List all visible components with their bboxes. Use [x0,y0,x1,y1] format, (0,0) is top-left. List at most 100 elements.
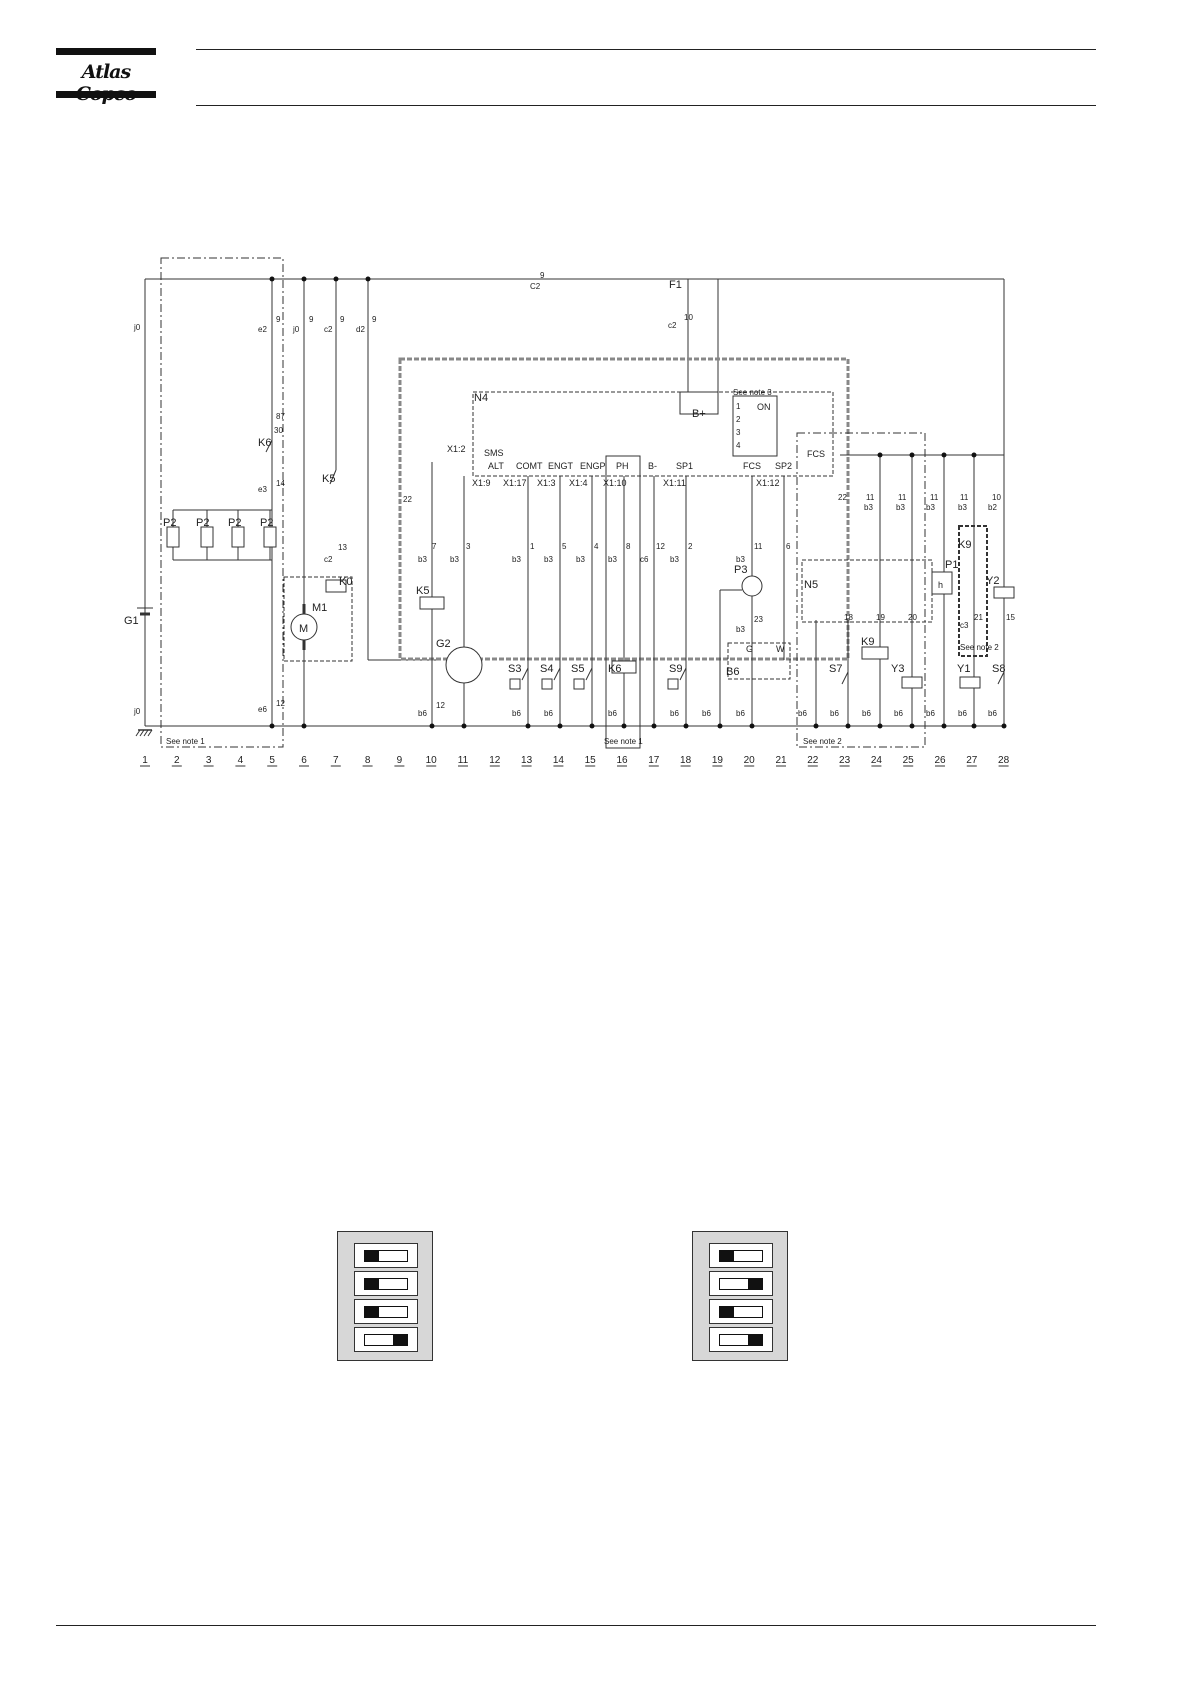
column-number: 9 [397,755,403,766]
term-W: W [776,644,785,654]
logo-bottom-bar [56,91,156,98]
wire-20: 20 [908,613,917,622]
see-note-3-label: See note 3 [733,388,772,397]
wire-11-p3: 11 [754,542,763,551]
term-X1-9: X1:9 [472,478,491,488]
dip-knob[interactable] [365,1279,379,1289]
wire-4: 4 [594,542,599,551]
term-ALT: ALT [488,461,504,471]
wire-12-a: 12 [276,699,285,708]
label-P2-a: P2 [163,517,176,529]
wire-11-d: 11 [960,493,969,502]
column-number: 25 [903,755,915,766]
dip-knob[interactable] [720,1251,734,1261]
wire-b3-b: b3 [896,503,905,512]
label-K0: K0 [339,576,352,588]
wire-3: 3 [466,542,471,551]
term-X1-10: X1:10 [603,478,627,488]
term-ENGT: ENGT [548,461,574,471]
wire-13: 13 [338,543,347,552]
label-P2-c: P2 [228,517,241,529]
column-number: 15 [585,755,597,766]
wire-b3-g2: b3 [450,555,459,564]
wire-b6-s4: b6 [544,709,553,718]
dip-row-1 [709,1243,773,1268]
wire-b6-22: b6 [798,709,807,718]
column-number: 23 [839,755,851,766]
column-number: 1 [142,755,148,766]
column-number: 8 [365,755,371,766]
term-SP2: SP2 [775,461,792,471]
atlas-copco-logo: Atlas Copco [56,48,156,105]
label-S3: S3 [508,663,521,675]
column-number: 7 [333,755,339,766]
n4-dip-label-2: 2 [736,415,741,424]
dip-row-4 [354,1327,418,1352]
column-number: 14 [553,755,565,766]
wire-b3-s4: b3 [544,555,553,564]
dip-knob[interactable] [748,1279,762,1289]
wire-d2: d2 [356,325,365,334]
dip-knob[interactable] [365,1251,379,1261]
label-Bplus: B+ [692,408,706,420]
term-FCS-N5: FCS [807,449,825,459]
dip-row-4 [709,1327,773,1352]
wire-10: 10 [684,313,693,322]
wire-6: 6 [786,542,791,551]
label-S9: S9 [669,663,682,675]
wire-11-a: 11 [866,493,875,502]
label-K5-contact: K5 [322,473,335,485]
label-G1: G1 [124,615,139,627]
wire-b6-y1: b6 [958,709,967,718]
dip-row-1 [354,1243,418,1268]
dip-row-2 [354,1271,418,1296]
label-Y1: Y1 [957,663,970,675]
column-number: 10 [426,755,438,766]
label-P2-b: P2 [196,517,209,529]
wire-b3-k6: b3 [608,555,617,564]
wire-b3-k5: b3 [418,555,427,564]
wire-30: 30 [274,426,283,435]
label-K6-contact: K6 [258,437,271,449]
wire-11-c: 11 [930,493,939,502]
wire-top-C2: C2 [530,282,541,291]
term-X1-11: X1:11 [663,478,686,488]
header-rule-bottom [196,105,1096,106]
n4-dip-label-4: 4 [736,441,741,450]
dip-knob[interactable] [720,1307,734,1317]
column-number: 22 [807,755,819,766]
label-K9-contact: K9 [958,539,971,551]
dip-switch-panel-left [337,1231,433,1361]
dip-knob[interactable] [365,1307,379,1317]
label-Y2: Y2 [986,575,999,587]
label-N5: N5 [804,579,818,591]
term-X1-17: X1:17 [503,478,527,488]
column-number: 27 [966,755,978,766]
wire-c3: c3 [960,621,969,630]
label-K5-coil: K5 [416,585,429,597]
dip-knob[interactable] [393,1335,407,1345]
label-B6: B6 [726,666,739,678]
term-X1-4: X1:4 [569,478,588,488]
dip-knob[interactable] [748,1335,762,1345]
wire-22: 22 [403,495,412,504]
term-X1-2: X1:2 [447,444,466,454]
wire-8: 8 [626,542,631,551]
see-note-1-mid-label: See note 1 [604,737,643,746]
wire-b6-y3: b6 [894,709,903,718]
term-X1-12: X1:12 [756,478,780,488]
wire-b6-19: b6 [702,709,711,718]
wire-12-k5: 12 [436,701,445,710]
wire-19: 19 [876,613,885,622]
term-ENGP: ENGP [580,461,606,471]
see-note-2-label: See note 2 [803,737,842,746]
logo-top-bar [56,48,156,55]
wire-18: 18 [844,613,853,622]
wire-11-b: 11 [898,493,907,502]
column-number: 16 [616,755,628,766]
wire-23: 23 [754,615,763,624]
wire-b6-s9: b6 [670,709,679,718]
column-number: 20 [744,755,756,766]
wire-e6: e6 [258,705,267,714]
label-K9-coil: K9 [861,636,874,648]
